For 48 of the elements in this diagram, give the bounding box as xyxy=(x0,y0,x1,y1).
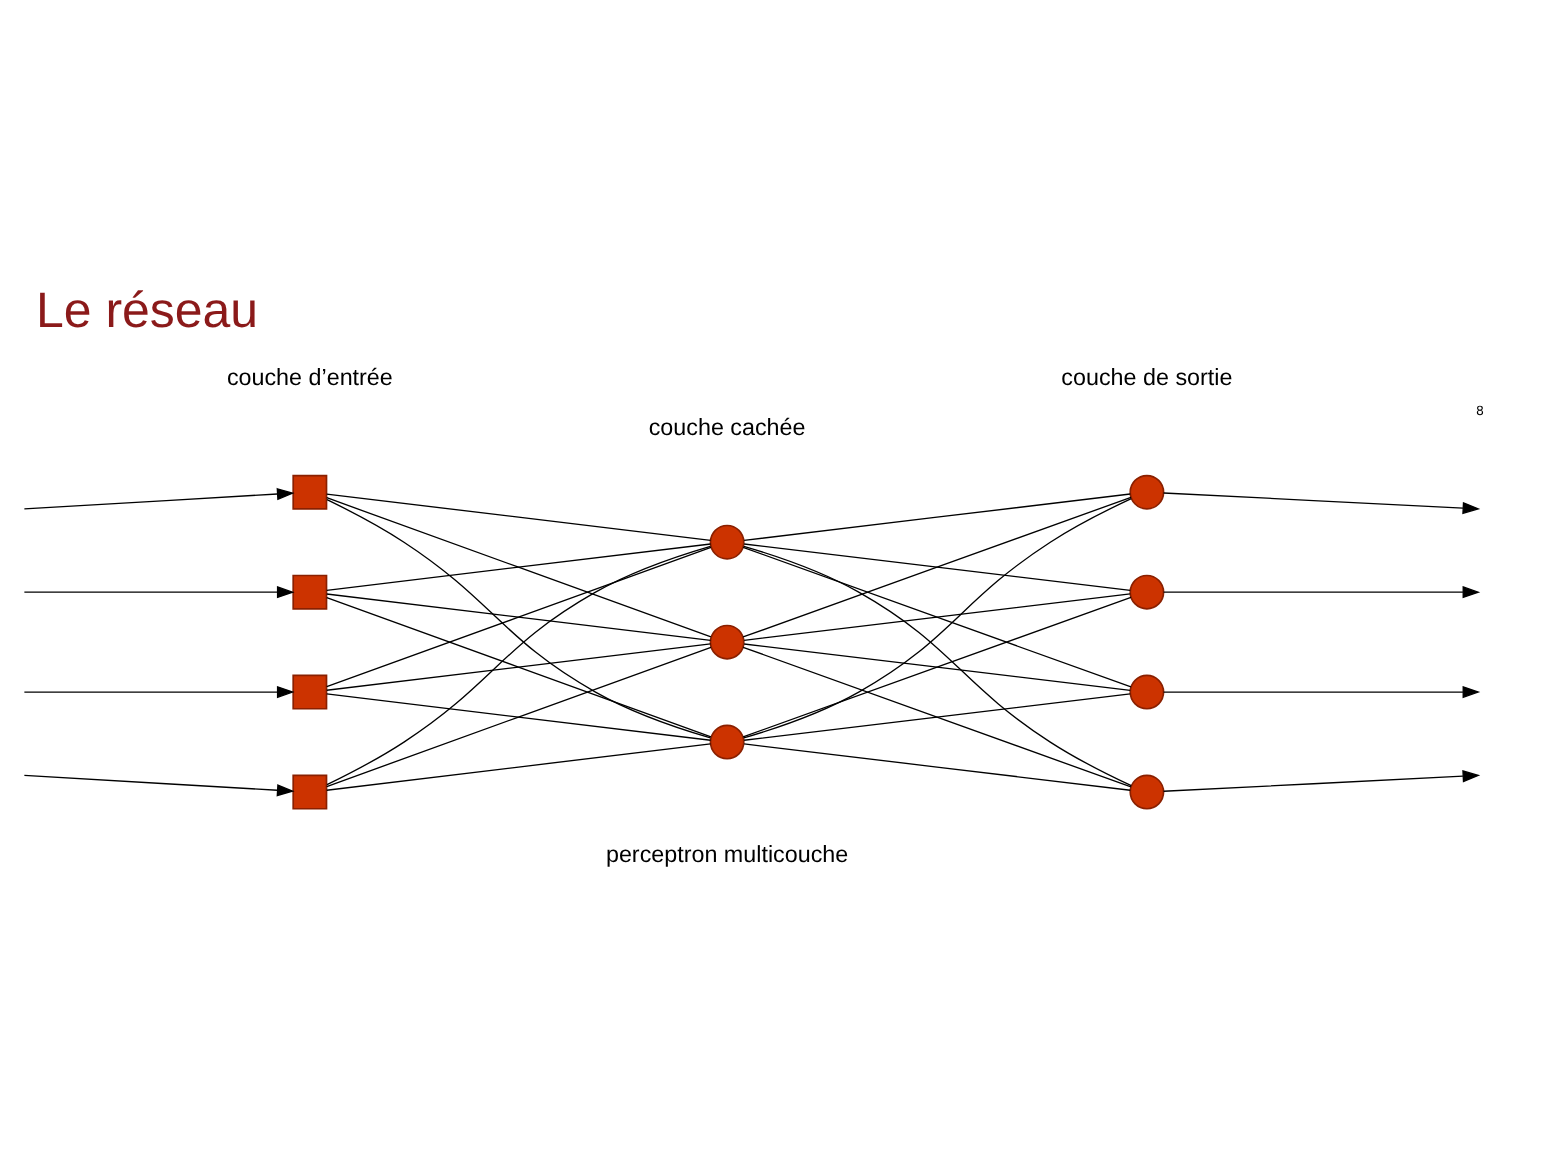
connector xyxy=(326,692,712,740)
connector xyxy=(326,592,712,640)
connector xyxy=(326,497,712,738)
connector xyxy=(743,492,1131,541)
connector xyxy=(742,495,1132,637)
connector xyxy=(743,592,1131,640)
label: perceptron multicouche xyxy=(605,840,849,867)
diagram-title: Le réseau xyxy=(36,282,259,339)
connector xyxy=(326,492,712,541)
connector xyxy=(743,692,1131,740)
connector xyxy=(743,642,1131,690)
connector xyxy=(326,742,712,790)
node-box xyxy=(292,773,328,809)
connector xyxy=(743,542,1131,591)
node-circle xyxy=(709,723,745,759)
connector xyxy=(326,544,712,785)
connector xyxy=(743,742,1131,790)
connector xyxy=(326,642,712,690)
connector xyxy=(326,542,712,590)
connector xyxy=(742,645,1132,787)
label: couche cachée xyxy=(648,414,806,441)
node-circle xyxy=(1129,773,1165,809)
connector xyxy=(743,544,1132,786)
node-box xyxy=(292,673,328,709)
node-box xyxy=(292,473,328,509)
connector xyxy=(743,496,1132,738)
connector xyxy=(742,595,1132,737)
connector xyxy=(326,496,712,637)
node-circle xyxy=(709,623,745,659)
connector xyxy=(742,545,1132,687)
arrow xyxy=(23,486,295,509)
arrow xyxy=(23,584,295,598)
connector xyxy=(326,596,712,737)
arrow xyxy=(1162,684,1481,698)
node-circle xyxy=(1129,473,1165,509)
connector xyxy=(326,545,712,687)
node-circle xyxy=(1129,673,1165,709)
arrow xyxy=(1162,491,1481,514)
arrow xyxy=(1162,769,1481,791)
node-circle xyxy=(709,523,745,559)
node-box xyxy=(292,573,328,609)
arrow xyxy=(23,773,295,796)
connector xyxy=(326,645,712,787)
label: couche d’entrée xyxy=(226,364,393,391)
label: couche de sortie xyxy=(1061,364,1233,391)
arrow xyxy=(23,684,295,698)
arrow xyxy=(1162,584,1481,598)
node-circle xyxy=(1129,573,1165,609)
